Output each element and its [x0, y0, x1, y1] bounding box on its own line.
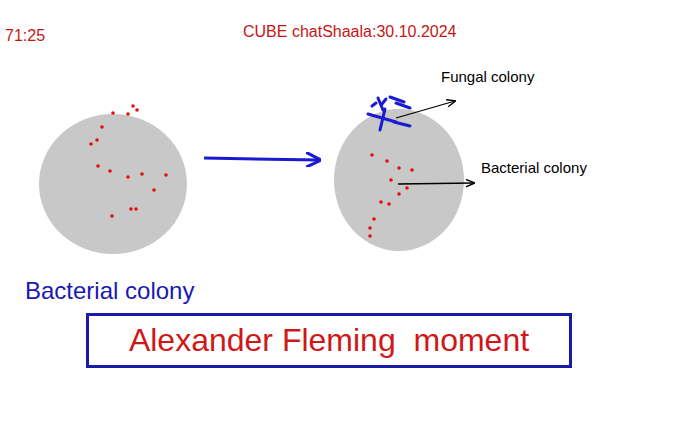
header-title: CUBE chatShaala:30.10.2024	[243, 23, 456, 41]
petri-dish	[39, 114, 187, 254]
fungal-colony-marks	[368, 97, 410, 130]
highlight-box: Alexander Fleming moment	[86, 313, 572, 368]
fungal-label: Fungal colony	[441, 68, 534, 85]
section-heading: Bacterial colony	[25, 277, 194, 305]
bacterial-label: Bacterial colony	[481, 159, 587, 176]
box-text: Alexander Fleming moment	[129, 323, 529, 358]
leader-arrow	[396, 101, 455, 118]
transition-arrow	[204, 158, 318, 160]
timer-text: 71:25	[5, 27, 45, 45]
leader-arrow	[398, 183, 474, 184]
petri-dish	[334, 109, 464, 251]
bacteria-dots	[89, 104, 414, 238]
